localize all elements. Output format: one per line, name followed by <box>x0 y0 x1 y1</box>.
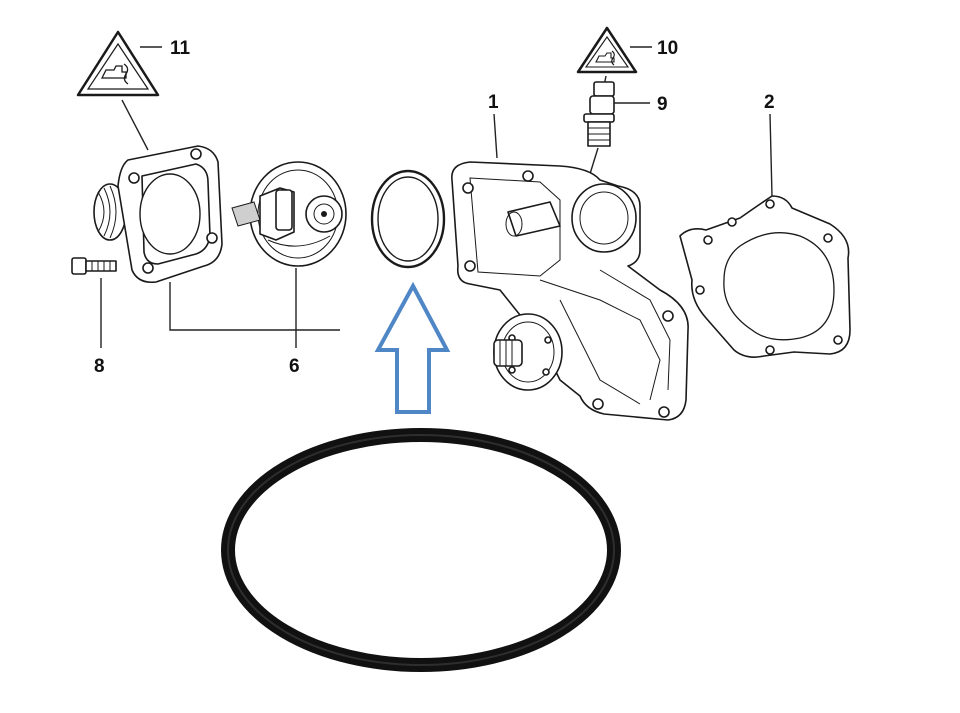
callout-6: 6 <box>289 356 300 377</box>
callout-2: 2 <box>764 92 775 113</box>
callout-10: 10 <box>657 38 678 59</box>
warning-triangle-icon <box>576 26 638 74</box>
callout-11: 11 <box>170 38 191 59</box>
water-pump-part <box>451 161 689 421</box>
sealing-ring-drawing <box>370 169 446 269</box>
thermostat-part <box>231 161 347 267</box>
temperature-sensor-part <box>583 81 615 147</box>
warning-triangle-icon <box>76 30 160 97</box>
callout-1: 1 <box>488 92 499 113</box>
gasket-part <box>679 195 851 358</box>
callout-9: 9 <box>657 94 668 115</box>
o-ring-photo <box>221 428 621 672</box>
up-arrow-icon <box>374 281 451 414</box>
bolt-part <box>71 257 117 275</box>
callout-8: 8 <box>94 356 105 377</box>
thermostat-housing-part <box>93 145 223 284</box>
